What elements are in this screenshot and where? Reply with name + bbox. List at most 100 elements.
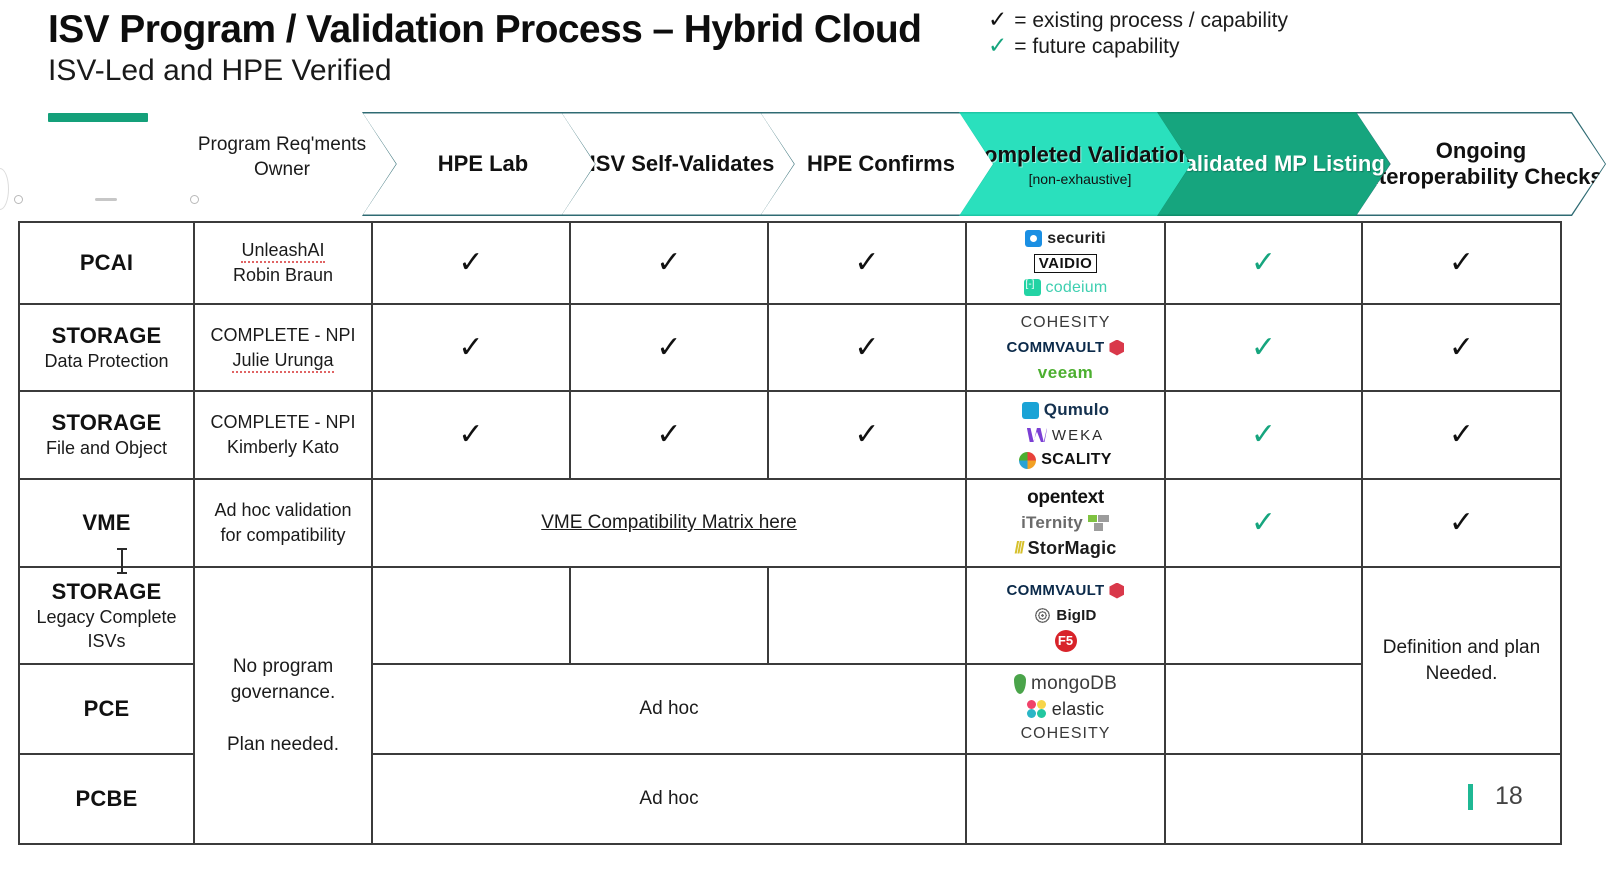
governance-line2: Plan needed. [227, 733, 339, 755]
cell-owner: COMPLETE - NPI Julie Urunga [193, 303, 373, 392]
owner-line2: Kimberly Kato [226, 437, 340, 457]
logo-label: COMMVAULT [1006, 582, 1105, 599]
owner-line1: UnleashAI [241, 240, 325, 263]
weka-icon [1026, 428, 1047, 442]
legend-label-existing: = existing process / capability [1014, 9, 1288, 32]
logo-label: codeium [1045, 278, 1108, 296]
cell-hpe-confirms: ✓ [767, 221, 967, 305]
logo-label: WEKA [1051, 426, 1105, 444]
chevron-sublabel: [non-exhaustive] [1028, 170, 1132, 187]
logo-label: veeam [1037, 362, 1094, 382]
cell-completed-validation: COMMVAULT BigID F5 [965, 566, 1166, 665]
check-icon-future: ✓ [1250, 417, 1277, 452]
cell-validated-mp [1164, 753, 1363, 845]
cell-validated-mp: ✓ [1164, 303, 1363, 392]
governance-line1: No program governance. [230, 655, 336, 703]
definition-line1: Definition and plan [1382, 636, 1541, 658]
logo-label: COMMVAULT [1006, 339, 1105, 356]
cell-ongoing-checks: ✓ [1361, 303, 1562, 392]
iternity-icon [1087, 515, 1110, 531]
check-icon-future: ✓ [1250, 245, 1277, 280]
logo-securiti: securiti [1025, 229, 1106, 249]
check-icon-future: ✓ [1250, 505, 1277, 540]
chevron-completed-validation[interactable]: Completed Validation [non-exhaustive] [959, 112, 1201, 216]
f5-icon: F5 [1054, 629, 1077, 652]
table-row: PCAI UnleashAI Robin Braun ✓ ✓ ✓ securit… [18, 221, 1562, 305]
check-icon-future: ✓ [988, 32, 1008, 58]
selection-handle-left[interactable] [14, 195, 23, 204]
program-title: PCE [83, 696, 130, 721]
cell-vme-compatibility-link[interactable]: VME Compatibility Matrix here [371, 478, 967, 568]
cell-hpe-lab: ✓ [371, 390, 571, 480]
cell-completed-validation: opentext iTernity /// StorMagic [965, 478, 1166, 568]
logo-label: SCALITY [1041, 451, 1112, 468]
selection-handle-middle[interactable] [95, 198, 117, 201]
owner-line2: Julie Urunga [232, 349, 334, 373]
table-row: VME Ad hoc validation for compatibility … [18, 478, 1562, 568]
cell-isv-self [569, 566, 769, 665]
logo-commvault: COMMVAULT [1007, 338, 1125, 358]
cell-program-name: PCAI [18, 221, 195, 305]
logo-bigid: BigID [1034, 606, 1096, 626]
table-row: STORAGE File and Object COMPLETE - NPI K… [18, 390, 1562, 480]
cell-isv-self: ✓ [569, 303, 769, 392]
slide-number: 18 [1495, 782, 1523, 810]
program-subtitle: File and Object [45, 438, 168, 458]
logo-vaidio: VAIDIO [1033, 253, 1098, 273]
logo-cohesity: COHESITY [1021, 313, 1111, 333]
owner-line1: COMPLETE - NPI [210, 324, 356, 345]
logo-iternity: iTernity [1021, 513, 1110, 533]
logo-label: elastic [1051, 698, 1105, 719]
cell-validated-mp [1164, 663, 1363, 755]
selection-handle-right[interactable] [190, 195, 199, 204]
check-icon: ✓ [458, 329, 484, 365]
chevron-label: HPE Lab [437, 151, 529, 176]
cell-ongoing-checks: ✓ [1361, 390, 1562, 480]
logo-label: mongoDB [1031, 673, 1117, 694]
program-title: STORAGE [51, 410, 162, 435]
check-icon: ✓ [458, 245, 484, 280]
table-row: PCBE Ad hoc [18, 753, 1562, 845]
chevron-hpe-confirms[interactable]: HPE Confirms [760, 112, 1002, 216]
logo-cohesity: COHESITY [1021, 724, 1111, 744]
check-icon: ✓ [1448, 417, 1475, 452]
check-icon: ✓ [854, 329, 880, 365]
logo-label: iTernity [1021, 513, 1083, 532]
cell-governance-note: No program governance. Plan needed. [193, 566, 373, 845]
check-icon: ✓ [1448, 329, 1475, 365]
cell-adhoc: Ad hoc [371, 753, 967, 845]
adhoc-label: Ad hoc [639, 788, 699, 809]
definition-line2: Needed. [1425, 662, 1498, 684]
cell-completed-validation [965, 753, 1166, 845]
owner-line2: Robin Braun [232, 265, 334, 285]
program-title: STORAGE [51, 578, 162, 604]
chevron-label: Ongoing Interoperability Checks [1359, 138, 1603, 189]
page-subtitle: ISV-Led and HPE Verified [48, 54, 392, 87]
elastic-icon [1026, 700, 1047, 718]
page-title: ISV Program / Validation Process – Hybri… [48, 8, 922, 51]
chevron-validated-mp-listing[interactable]: Validated MP Listing [1157, 112, 1399, 216]
vme-compatibility-matrix-link[interactable]: VME Compatibility Matrix here [541, 512, 797, 533]
chevron-ongoing-interoperability-checks[interactable]: Ongoing Interoperability Checks [1356, 112, 1606, 216]
scality-icon [1019, 451, 1037, 469]
cell-ongoing-checks: ✓ [1361, 221, 1562, 305]
check-icon: ✓ [1448, 245, 1475, 280]
cell-completed-validation: mongoDB elastic COHESITY [965, 663, 1166, 755]
cell-completed-validation: Qumulo WEKA SCALITY [965, 390, 1166, 480]
chevron-isv-self-validates[interactable]: ISV Self-Validates [561, 112, 803, 216]
securiti-icon [1025, 230, 1043, 247]
cell-validated-mp: ✓ [1164, 478, 1363, 568]
chevron-label: Validated MP Listing [1171, 151, 1385, 176]
cell-program-name: STORAGE Legacy Complete ISVs [18, 566, 195, 665]
chevron-label: Completed Validation [968, 141, 1192, 167]
chevron-label: ISV Self-Validates [589, 151, 775, 176]
chevron-hpe-lab[interactable]: HPE Lab [362, 112, 604, 216]
logo-veeam: veeam [1038, 363, 1093, 383]
cell-definition-note: Definition and plan Needed. [1361, 566, 1562, 755]
legend: ✓ = existing process / capability ✓ = fu… [988, 8, 1288, 60]
logo-label: StorMagic [1027, 537, 1117, 558]
qumulo-icon [1021, 401, 1039, 419]
legend-item-future: ✓ = future capability [988, 34, 1288, 60]
cell-program-name: VME [18, 478, 195, 568]
mongodb-icon [1014, 674, 1027, 694]
